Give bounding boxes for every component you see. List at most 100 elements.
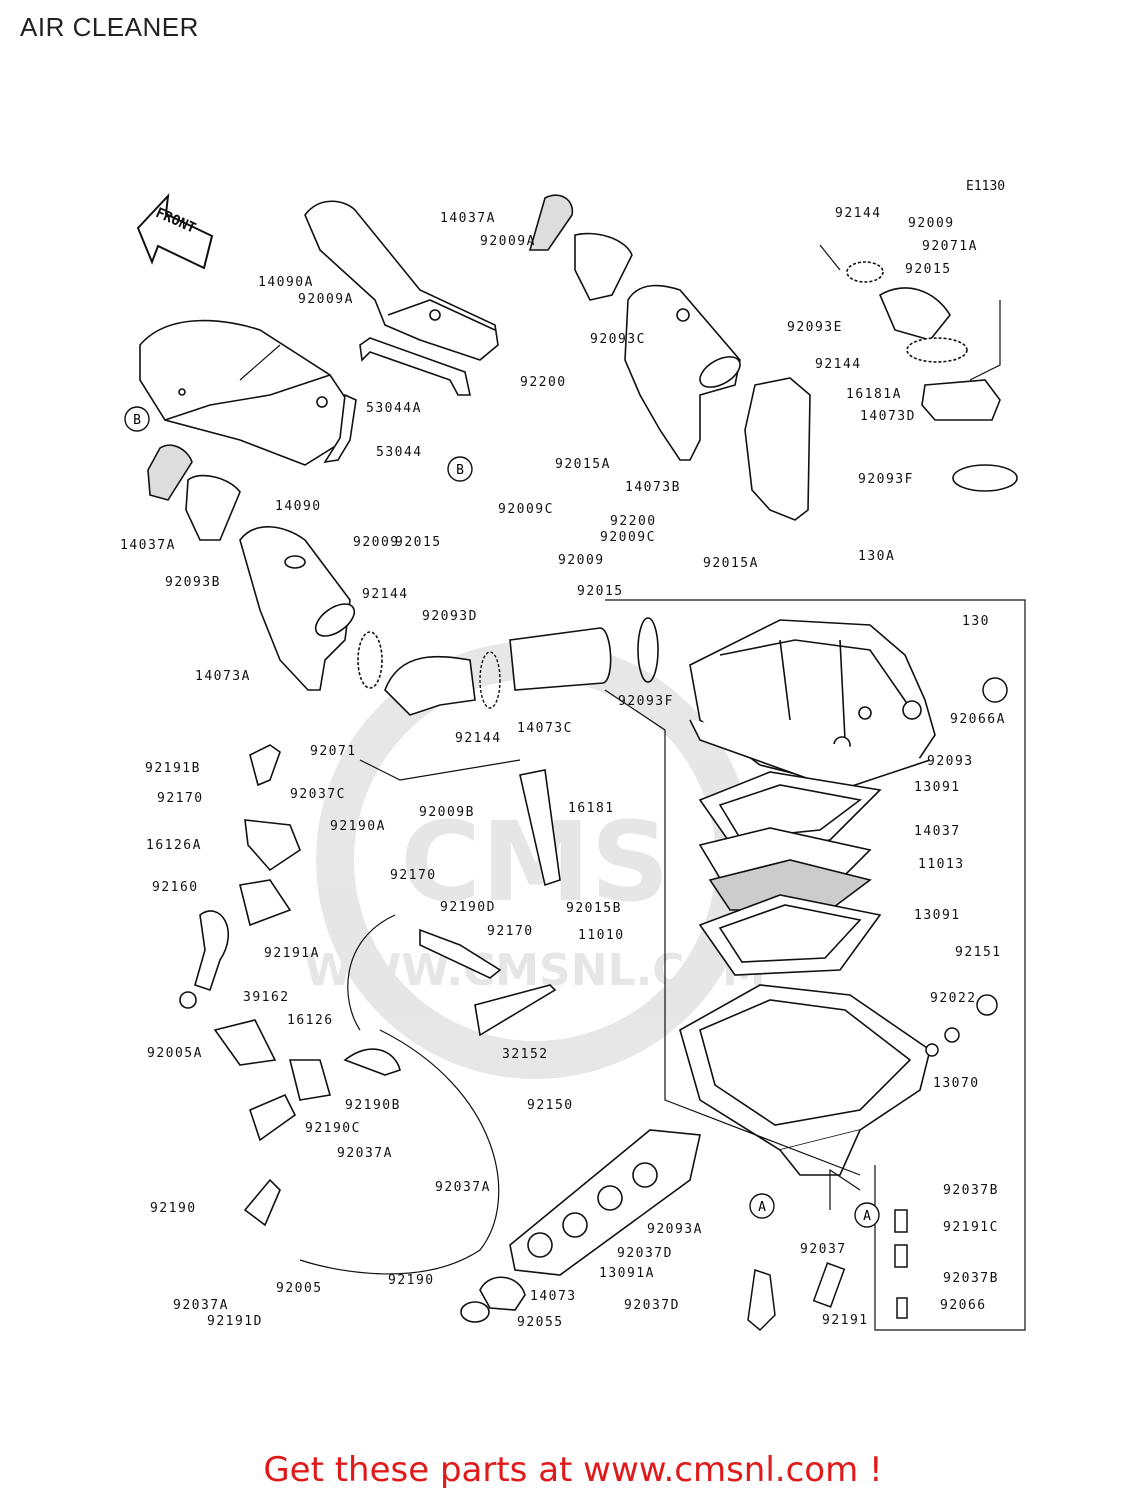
small-parts-right	[747, 677, 1008, 1332]
part-number-label: 92144	[835, 206, 882, 221]
part-number-label: 92150	[527, 1098, 574, 1113]
part-number-label: 92190B	[345, 1098, 401, 1113]
part-number-label: 92066	[940, 1298, 987, 1313]
part-number-label: 92144	[455, 731, 502, 746]
part-number-label: 53044	[376, 445, 423, 460]
part-number-label: 13070	[933, 1076, 980, 1091]
part-number-label: 92015	[905, 262, 952, 277]
part-number-label: 92009C	[600, 530, 656, 545]
part-number-label: 92170	[157, 791, 204, 806]
part-number-label: 92200	[520, 375, 567, 390]
diagram-code: E1130	[966, 179, 1005, 194]
breather-hoses	[179, 744, 561, 1227]
front-arrow-icon: FRONT	[136, 193, 214, 270]
part-number-label: 92190	[150, 1201, 197, 1216]
part-number-label: 92037	[800, 1242, 847, 1257]
part-number-label: 130	[962, 614, 990, 629]
grille-upper	[528, 194, 633, 301]
callout-a-2-label: A	[863, 1209, 871, 1224]
air-cleaner-base	[679, 984, 931, 1176]
tube-14073c	[509, 627, 612, 691]
air-duct-left-lower	[239, 526, 383, 691]
funnel-14073	[479, 1276, 526, 1311]
part-number-label: 92190	[388, 1273, 435, 1288]
callout-b-1: B	[124, 406, 150, 432]
bracket-53044a	[359, 337, 471, 396]
part-number-label: 92009C	[498, 502, 554, 517]
part-number-label: 92015	[577, 584, 624, 599]
part-number-label: 13091A	[599, 1266, 655, 1281]
part-number-label: 92151	[955, 945, 1002, 960]
part-number-label: 92190C	[305, 1121, 361, 1136]
intake-duct-right	[846, 261, 1018, 492]
part-number-label: 14037	[914, 824, 961, 839]
part-number-label: 32152	[502, 1047, 549, 1062]
part-number-label: 92093F	[618, 694, 674, 709]
part-number-label: 39162	[243, 990, 290, 1005]
part-number-label: 92037D	[624, 1298, 680, 1313]
clamp-92144	[479, 651, 501, 709]
part-number-label: 92066A	[950, 712, 1006, 727]
part-number-label: 92037B	[943, 1271, 999, 1286]
part-number-label: 92144	[362, 587, 409, 602]
part-number-label: 92009	[353, 535, 400, 550]
part-number-label: 92037D	[617, 1246, 673, 1261]
air-duct-top	[304, 200, 499, 361]
part-number-label: 92071A	[922, 239, 978, 254]
part-number-label: 92009	[558, 553, 605, 568]
part-number-label: 14073B	[625, 480, 681, 495]
part-number-label: 92071	[310, 744, 357, 759]
part-number-label: 92037B	[943, 1183, 999, 1198]
part-number-label: 16126	[287, 1013, 334, 1028]
bracket-53044	[323, 393, 357, 464]
callout-b-2: B	[447, 456, 473, 482]
part-number-label: 92093B	[165, 575, 221, 590]
callout-a-1: A	[749, 1193, 775, 1219]
part-number-label: 92037C	[290, 787, 346, 802]
part-number-label: 14073D	[860, 409, 916, 424]
part-number-label: 92191	[822, 1313, 869, 1328]
footer-link[interactable]: Get these parts at www.cmsnl.com !	[263, 1450, 883, 1490]
part-number-label: 92144	[815, 357, 862, 372]
part-number-label: 92037A	[173, 1298, 229, 1313]
air-duct-left-upper	[139, 319, 351, 466]
part-number-label: 92190D	[440, 900, 496, 915]
part-number-label: 92015B	[566, 901, 622, 916]
hose-92093d	[384, 655, 476, 716]
part-number-label: 53044A	[366, 401, 422, 416]
part-number-label: 16126A	[146, 838, 202, 853]
part-number-label: 92009A	[298, 292, 354, 307]
part-number-label: 92191B	[145, 761, 201, 776]
ring-92055	[460, 1301, 490, 1323]
part-number-label: 130A	[858, 549, 895, 564]
part-number-label: 14090A	[258, 275, 314, 290]
watermark-url: WWW.CMSNL.COM	[304, 945, 766, 996]
page-title: AIR CLEANER	[20, 12, 199, 42]
part-number-label: 92093D	[422, 609, 478, 624]
filter-stack	[698, 771, 882, 976]
part-number-label: 92170	[487, 924, 534, 939]
part-number-label: 11013	[918, 857, 965, 872]
part-number-label: 92015A	[555, 457, 611, 472]
part-number-label: 92009B	[419, 805, 475, 820]
part-number-label: 14090	[275, 499, 322, 514]
part-number-label: 92005A	[147, 1046, 203, 1061]
callout-a-2: A	[854, 1202, 880, 1228]
part-number-label: 92191A	[264, 946, 320, 961]
part-number-label: 92015A	[703, 556, 759, 571]
part-number-label: 92093E	[787, 320, 843, 335]
part-number-label: 14037A	[120, 538, 176, 553]
part-number-label: 92055	[517, 1315, 564, 1330]
part-number-label: 92037A	[337, 1146, 393, 1161]
callout-b-1-label: B	[133, 413, 141, 428]
seal-92093f	[637, 617, 659, 683]
part-number-label: 14037A	[440, 211, 496, 226]
part-number-label: 92191C	[943, 1220, 999, 1235]
part-number-label: 13091	[914, 908, 961, 923]
part-number-label: 92160	[152, 880, 199, 895]
part-number-label: 92022	[930, 991, 977, 1006]
part-number-label: 92093A	[647, 1222, 703, 1237]
part-number-label: 14073A	[195, 669, 251, 684]
part-number-label: 92015	[395, 535, 442, 550]
